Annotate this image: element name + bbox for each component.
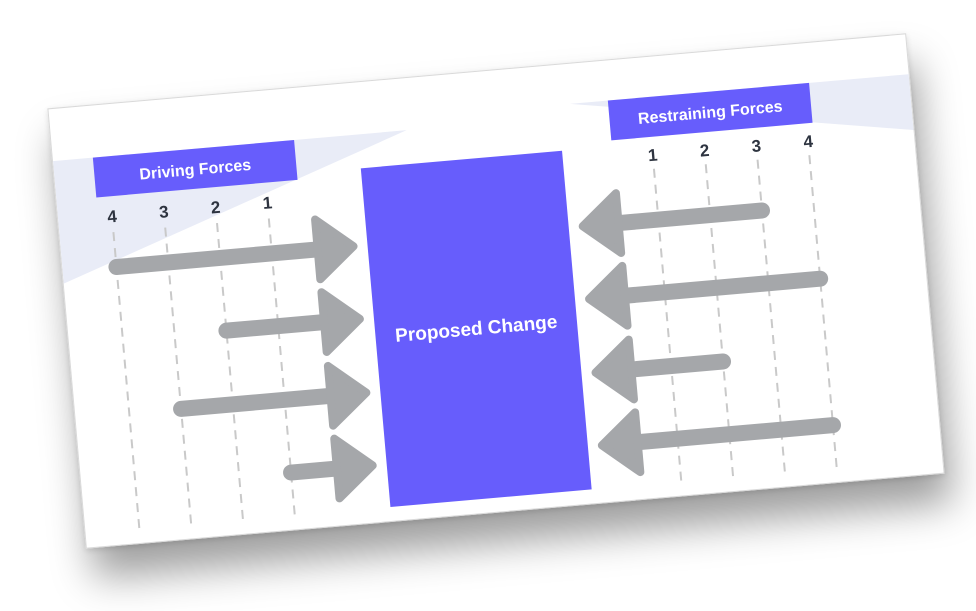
- driving-arrow-2-head: [317, 288, 364, 356]
- restraining-scale-3: 3: [751, 136, 762, 156]
- restraining-arrow-1-shaft: [606, 202, 770, 232]
- driving-arrow-3: [173, 361, 371, 430]
- driving-arrow-2-shaft: [218, 313, 337, 339]
- restraining-arrow-1-head: [578, 189, 626, 257]
- restraining-arrow-4-shaft: [625, 417, 841, 451]
- driving-scale-4: 4: [107, 207, 119, 227]
- restraining-arrow-3-head: [591, 335, 638, 404]
- driving-scale-1: 1: [262, 193, 273, 213]
- restraining-scale-4: 4: [803, 132, 815, 152]
- driving-arrow-1: [108, 215, 358, 284]
- proposed-change-box: [360, 150, 592, 508]
- driving-guide-lines: [112, 218, 297, 536]
- driving-guide-line-3: [164, 227, 193, 531]
- driving-guide-line-4: [112, 232, 141, 536]
- restraining-arrow-2: [585, 261, 829, 330]
- driving-arrow-3-shaft: [173, 387, 343, 417]
- restraining-arrow-1: [578, 189, 770, 257]
- restraining-arrow-4: [597, 408, 841, 477]
- driving-guide-line-1: [267, 218, 297, 522]
- driving-arrow-2: [218, 288, 364, 356]
- restraining-arrows: [578, 189, 841, 477]
- restraining-arrow-2-shaft: [612, 270, 829, 305]
- driving-arrow-1-head: [311, 215, 358, 284]
- restraining-arrow-3: [591, 335, 732, 404]
- driving-arrow-1-shaft: [108, 241, 330, 275]
- restraining-forces-title-box: [607, 82, 813, 141]
- restraining-arrow-4-head: [597, 408, 645, 477]
- restraining-arrow-2-head: [585, 261, 632, 330]
- restraining-arrow-3-shaft: [619, 353, 732, 378]
- restraining-scale-2: 2: [699, 141, 710, 161]
- restraining-scale-1: 1: [647, 145, 658, 165]
- driving-arrow-3-head: [323, 361, 371, 430]
- driving-arrow-4-shaft: [283, 460, 349, 481]
- driving-arrows: [108, 215, 377, 503]
- force-field-diagram: Driving Forces Restraining Forces 4 3 2 …: [52, 74, 914, 536]
- driving-scale-3: 3: [158, 202, 169, 222]
- restraining-guide-line-4: [808, 155, 839, 475]
- force-field-diagram-card: Driving Forces Restraining Forces 4 3 2 …: [47, 33, 945, 549]
- driving-arrow-4: [283, 434, 377, 503]
- driving-forces-title-box: [92, 140, 298, 198]
- driving-scale-2: 2: [210, 198, 221, 218]
- driving-guide-line-2: [216, 222, 245, 526]
- driving-arrow-4-head: [330, 434, 377, 503]
